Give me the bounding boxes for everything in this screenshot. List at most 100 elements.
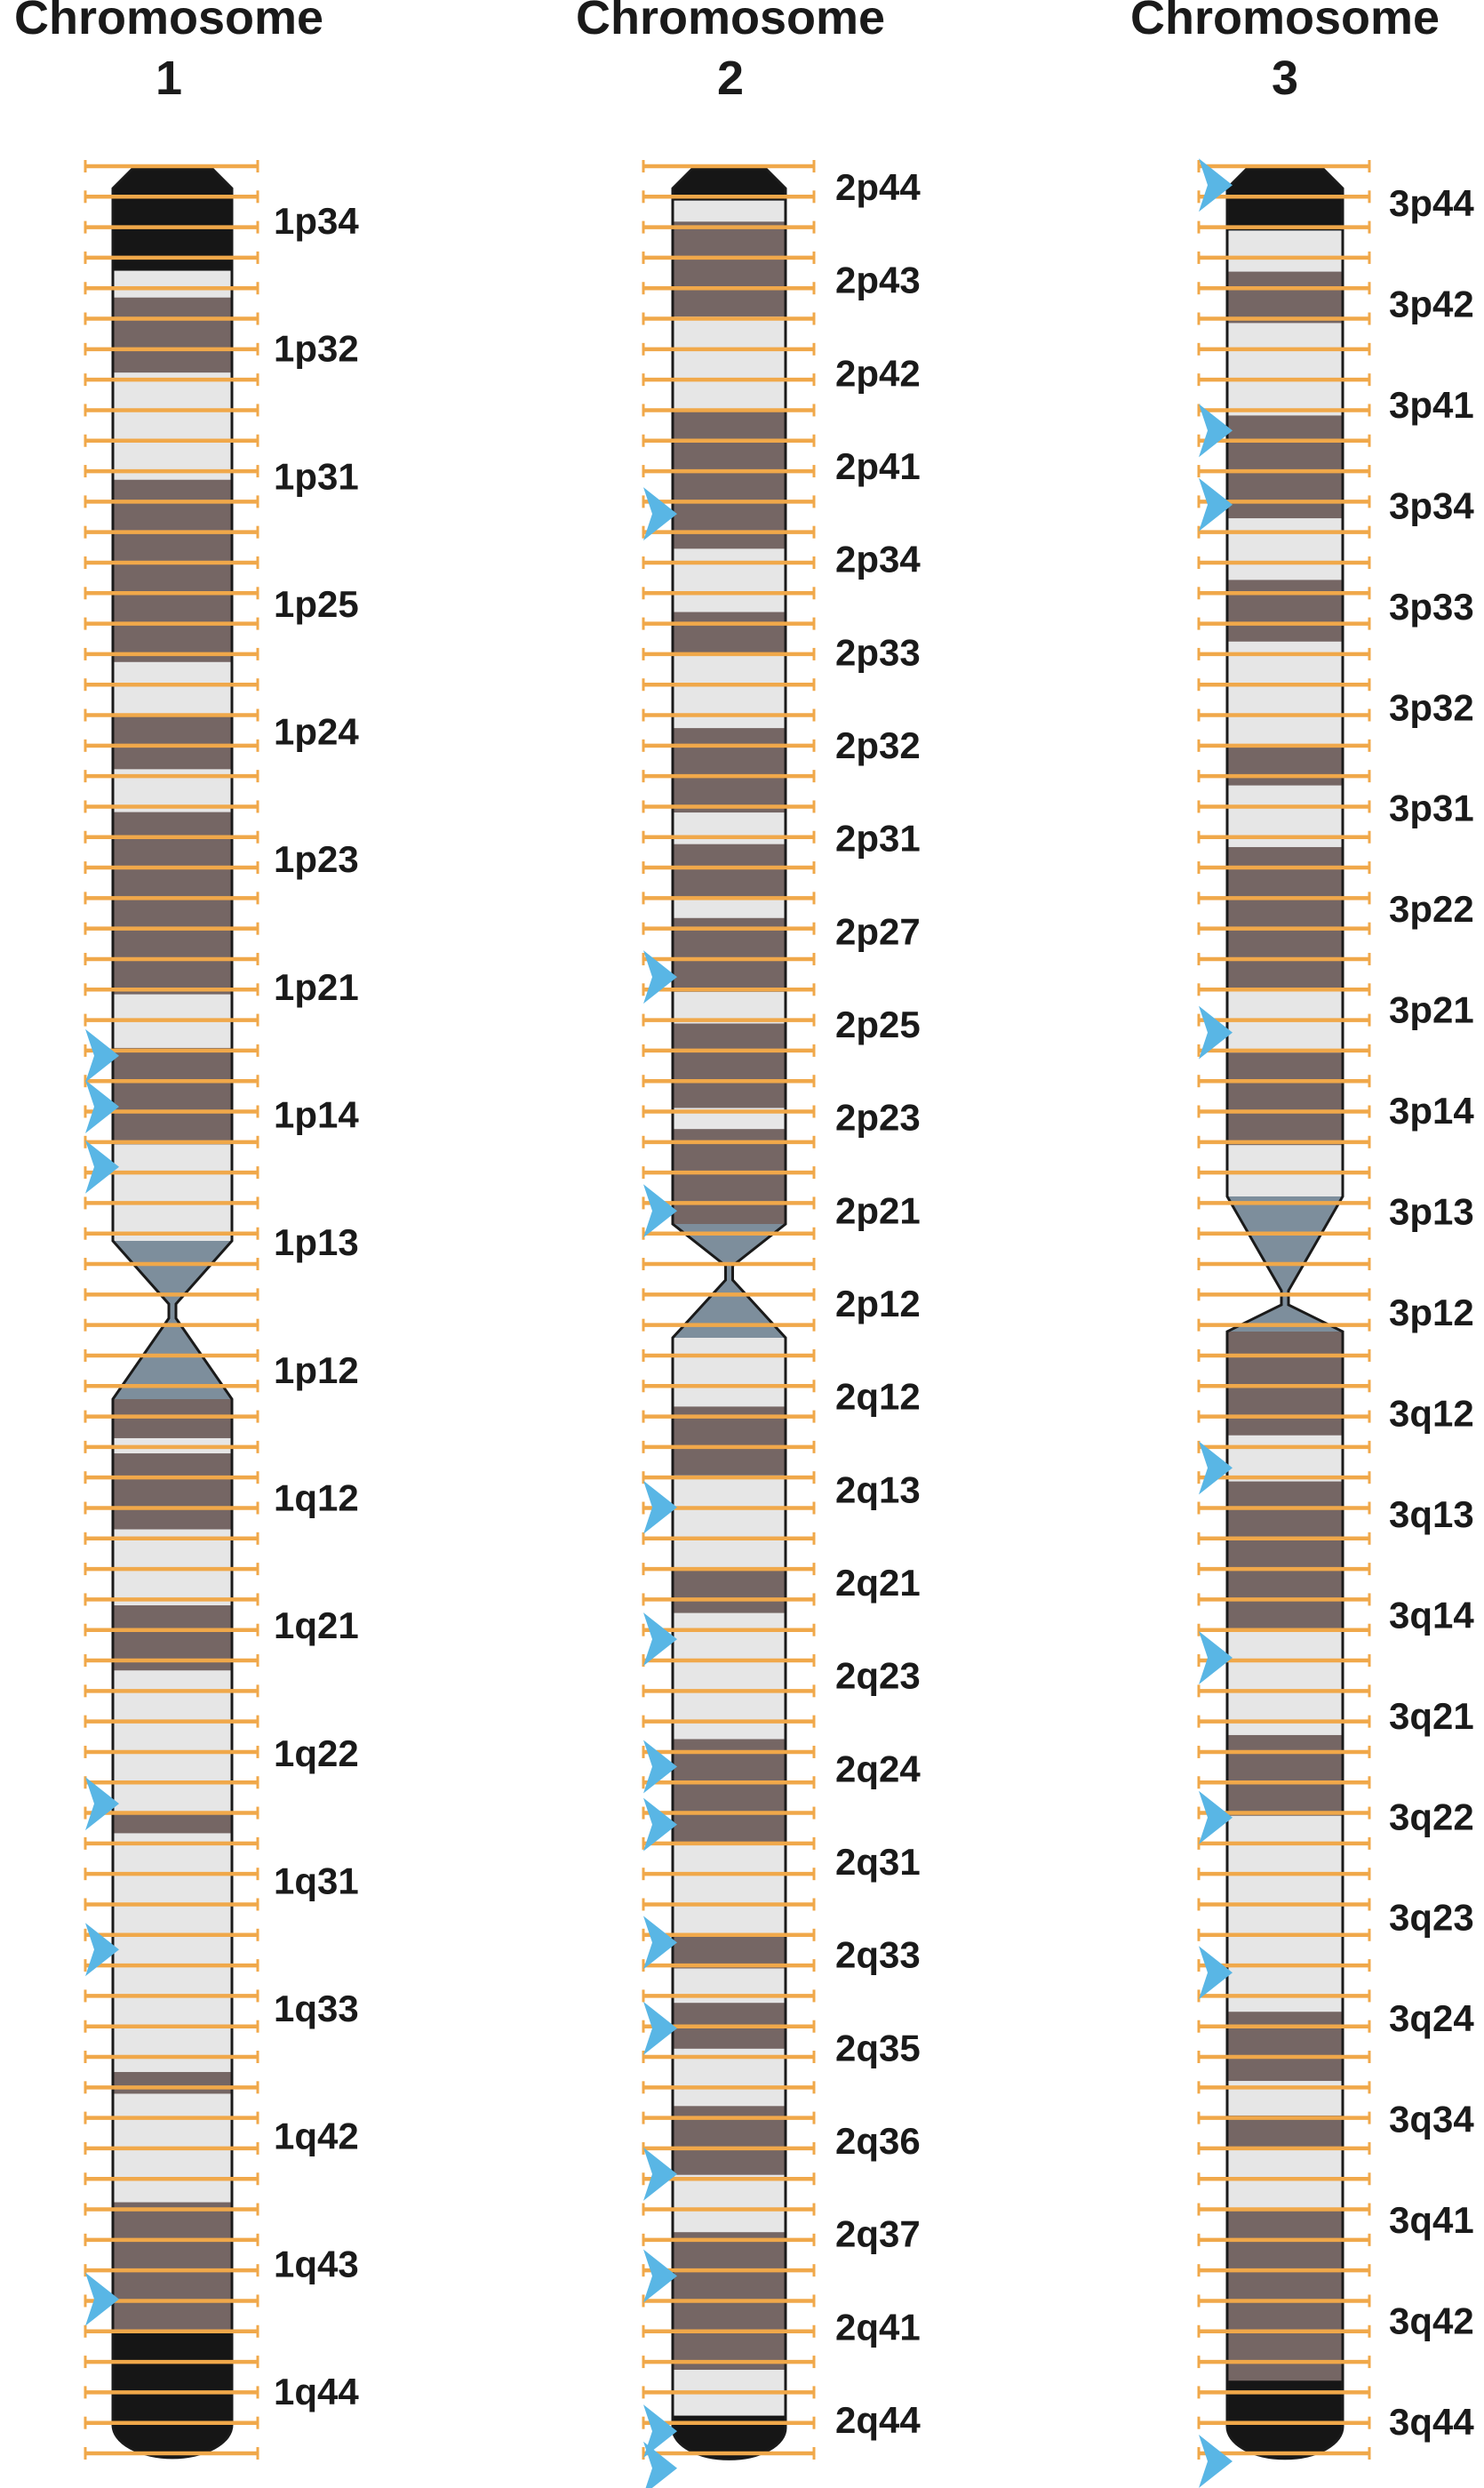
chromosome-3-marker-line <box>1197 739 1371 752</box>
band-label-1p23: 1p23 <box>274 838 359 880</box>
chromosome-1-marker-line <box>84 1196 259 1210</box>
band-label-1q31: 1q31 <box>274 1860 359 1901</box>
chromosome-3-p-band <box>1227 323 1343 416</box>
chromosome-3-probe-arrow <box>1199 404 1233 458</box>
chromosome-1-marker-line <box>84 647 259 660</box>
chromosome-1-p-band <box>113 1047 232 1145</box>
chromosome-1-p-band <box>113 1144 232 1242</box>
band-label-2q37: 2q37 <box>835 2213 921 2255</box>
chromosome-2-p-band <box>673 221 786 317</box>
chromosome-2-marker-line <box>642 160 816 172</box>
chromosome-2-marker-line <box>642 770 816 783</box>
chromosome-3-marker-line <box>1197 342 1371 356</box>
chromosome-2-q-band <box>673 1338 786 1407</box>
chromosome-3-marker-line <box>1197 2020 1371 2033</box>
chromosome-1-marker-line <box>84 1806 259 1820</box>
chromosome-2-marker-line <box>642 678 816 692</box>
band-label-2p41: 2p41 <box>835 445 921 487</box>
chromosome-1: Chromosome 1 1p341p321p311p251p241p231p2… <box>14 0 359 2460</box>
chromosome-1-marker-line <box>84 922 259 935</box>
chromosome-3-marker-line <box>1197 983 1371 996</box>
chromosome-2-p-band <box>673 844 786 898</box>
chromosome-1-marker-line <box>84 2203 259 2216</box>
chromosome-2-marker-lines <box>642 160 816 2460</box>
chromosome-3-marker-line <box>1197 2447 1371 2460</box>
chromosome-1-marker-line <box>84 1410 259 1423</box>
chromosome-1-marker-line <box>84 861 259 875</box>
chromosome-3-marker-line <box>1197 2111 1371 2124</box>
chromosome-1-marker-line <box>84 1105 259 1118</box>
chromosome-3-marker-line <box>1197 1745 1371 1758</box>
chromosome-1-p-band <box>113 169 232 272</box>
chromosome-3-probe-arrow <box>1199 1631 1233 1685</box>
band-label-1p13: 1p13 <box>274 1221 359 1263</box>
chromosome-1-marker-line <box>84 2141 259 2155</box>
chromosome-3-probe-arrows <box>1199 158 1233 2488</box>
chromosome-3-marker-line <box>1197 1806 1371 1820</box>
chromosome-1-marker-line <box>84 251 259 264</box>
chromosome-2-marker-line <box>642 922 816 935</box>
chromosome-3-marker-line <box>1197 617 1371 630</box>
chromosome-1-marker-line <box>84 739 259 752</box>
chromosome-2-q-band <box>673 1842 786 1935</box>
chromosome-1-marker-line <box>84 190 259 204</box>
chromosome-3-marker-line <box>1197 434 1371 447</box>
band-label-1q33: 1q33 <box>274 1988 359 2029</box>
band-label-2q13: 2q13 <box>835 1468 921 1510</box>
chromosome-1-q-band <box>113 1811 232 1834</box>
chromosome-3-q-band <box>1227 1435 1343 1483</box>
chromosome-1-marker-line <box>84 1318 259 1332</box>
chromosome-2-marker-line <box>642 647 816 660</box>
chromosome-3: Chromosome 3 3p443p423p413p343p333p323p3… <box>1130 0 1474 2488</box>
chromosome-2-q-band <box>673 1475 786 1568</box>
chromosome-1-marker-line <box>84 2356 259 2369</box>
chromosome-1-marker-line <box>84 1654 259 1668</box>
chromosome-2-marker-line <box>642 190 816 204</box>
chromosome-1-marker-line <box>84 404 259 417</box>
chromosome-1-marker-line <box>84 1898 259 1911</box>
chromosome-3-probe-arrow <box>1199 1005 1233 1060</box>
chromosome-1-marker-line <box>84 1563 259 1576</box>
chromosome-2-marker-line <box>642 1654 816 1668</box>
chromosome-1-marker-line <box>84 1135 259 1148</box>
chromosome-1-marker-line <box>84 983 259 996</box>
chromosome-2-p-band <box>673 612 786 655</box>
chromosome-2-marker-line <box>642 708 816 722</box>
chromosome-2-probe-arrow <box>643 2001 677 2055</box>
chromosome-3-probe-arrow <box>1199 1790 1233 1844</box>
chromosome-3-marker-line <box>1197 160 1371 172</box>
chromosome-1-marker-line <box>84 2051 259 2064</box>
band-label-2p32: 2p32 <box>835 724 921 766</box>
band-label-2p27: 2p27 <box>835 910 921 952</box>
chromosome-1-marker-line <box>84 617 259 630</box>
chromosome-1-marker-line <box>84 1075 259 1088</box>
band-label-3q13: 3q13 <box>1389 1493 1474 1535</box>
chromosome-2-q-band <box>673 1739 786 1844</box>
chromosome-1-p-band <box>113 812 232 996</box>
chromosome-2-marker-line <box>642 892 816 905</box>
chromosome-1-marker-line <box>84 525 259 539</box>
band-label-2q23: 2q23 <box>835 1655 921 1697</box>
chromosome-3-p-band <box>1227 169 1343 231</box>
chromosome-3-p-band <box>1227 230 1343 273</box>
chromosome-1-marker-line <box>84 2020 259 2033</box>
chromosome-3-marker-line <box>1197 1348 1371 1362</box>
band-label-3p31: 3p31 <box>1389 788 1474 829</box>
chromosome-3-marker-line <box>1197 1684 1371 1698</box>
band-label-2p44: 2p44 <box>835 166 921 208</box>
chromosome-3-probe-arrow <box>1199 1946 1233 2000</box>
chromosome-2-marker-line <box>642 1471 816 1484</box>
chromosome-3-marker-line <box>1197 1928 1371 1941</box>
chromosome-2-p-band <box>673 200 786 222</box>
chromosome-3-marker-line <box>1197 1044 1371 1057</box>
chromosome-2-marker-line <box>642 342 816 356</box>
chromosome-3-probe-arrow <box>1199 1441 1233 1495</box>
chromosome-1-marker-line <box>84 800 259 813</box>
band-label-2p33: 2p33 <box>835 631 921 673</box>
chromosome-1-probe-arrows <box>85 1028 119 2326</box>
chromosome-2-marker-line <box>642 1075 816 1088</box>
chromosome-2-marker-line <box>642 983 816 996</box>
chromosome-2-q-band <box>673 1567 786 1614</box>
chromosome-1-p-band <box>113 479 232 663</box>
band-label-2q41: 2q41 <box>835 2306 921 2348</box>
